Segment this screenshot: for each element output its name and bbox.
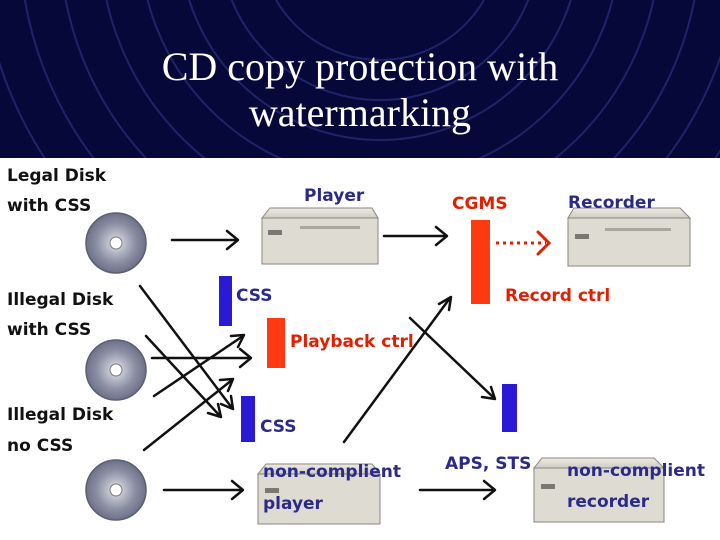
css-bottom-label: CSS xyxy=(260,417,297,437)
player-device-icon xyxy=(260,207,379,265)
title-line-1: CD copy protection with xyxy=(161,44,559,89)
recorder-label: Recorder xyxy=(568,193,655,213)
legal-disk-label-line2: with CSS xyxy=(7,196,92,216)
noncompliant-recorder-label-line2: recorder xyxy=(567,492,650,512)
playback-to-aps-arrow xyxy=(408,316,497,401)
illegal-disk-css-label-line2: with CSS xyxy=(7,320,92,340)
aps-sts-label: APS, STS xyxy=(445,454,532,474)
illegal-disk-css-label-line1: Illegal Disk xyxy=(7,290,114,310)
playback-to-recorder-arrow xyxy=(342,295,453,444)
noncompliant-player-label-line1: non-complient xyxy=(263,462,401,482)
title-line-2: watermarking xyxy=(248,90,472,135)
noncompliant-player-label-line2: player xyxy=(263,494,323,514)
recorder-device-icon xyxy=(567,207,692,267)
disk2-to-playback-arrow xyxy=(150,347,253,369)
slide-header: CD copy protection with watermarking xyxy=(0,0,720,158)
illegal-disk-css-icon xyxy=(85,339,147,401)
player-to-cgms-arrow xyxy=(382,225,449,247)
illegal-disk-no-css-icon xyxy=(85,459,147,521)
record-ctrl-label: Record ctrl xyxy=(505,286,611,306)
legal-disk-label-line1: Legal Disk xyxy=(7,166,107,186)
illegal-disk-no-css-label-line1: Illegal Disk xyxy=(7,405,114,425)
legal-disk-to-player-arrow xyxy=(170,229,240,251)
noncompliant-player-device-icon xyxy=(256,463,382,525)
illegal-disk-no-css-label-line2: no CSS xyxy=(7,436,74,456)
copy-protection-diagram: Legal Disk with CSS Illegal Disk with CS… xyxy=(0,158,720,540)
playback-ctrl-bar xyxy=(267,318,285,368)
playback-ctrl-label: Playback ctrl xyxy=(290,332,414,352)
cgms-label: CGMS xyxy=(452,194,508,214)
disk2-up-to-css-arrow xyxy=(152,333,246,398)
disk3-to-noncompliant-player-arrow xyxy=(162,479,245,501)
noncompliant-player-to-recorder-arrow xyxy=(418,479,497,501)
cgms-to-recorder-dotted-arrow xyxy=(496,230,552,256)
slide-title: CD copy protection with watermarking xyxy=(0,44,720,136)
noncompliant-recorder-label-line1: non-complient xyxy=(567,461,705,481)
diagram-graphics xyxy=(85,207,692,525)
css-top-label: CSS xyxy=(236,286,273,306)
noncompliant-recorder-device-icon xyxy=(532,457,666,523)
disk2-to-css-cross-arrow xyxy=(138,284,235,411)
disk3-up-arrow xyxy=(142,377,235,452)
background-rings xyxy=(0,0,720,158)
legal-disk-icon xyxy=(85,212,147,274)
css-bottom-bar xyxy=(241,396,255,442)
cgms-bar xyxy=(471,220,490,304)
player-label: Player xyxy=(304,186,365,206)
css-top-bar xyxy=(219,276,232,326)
aps-sts-bar xyxy=(502,384,517,432)
